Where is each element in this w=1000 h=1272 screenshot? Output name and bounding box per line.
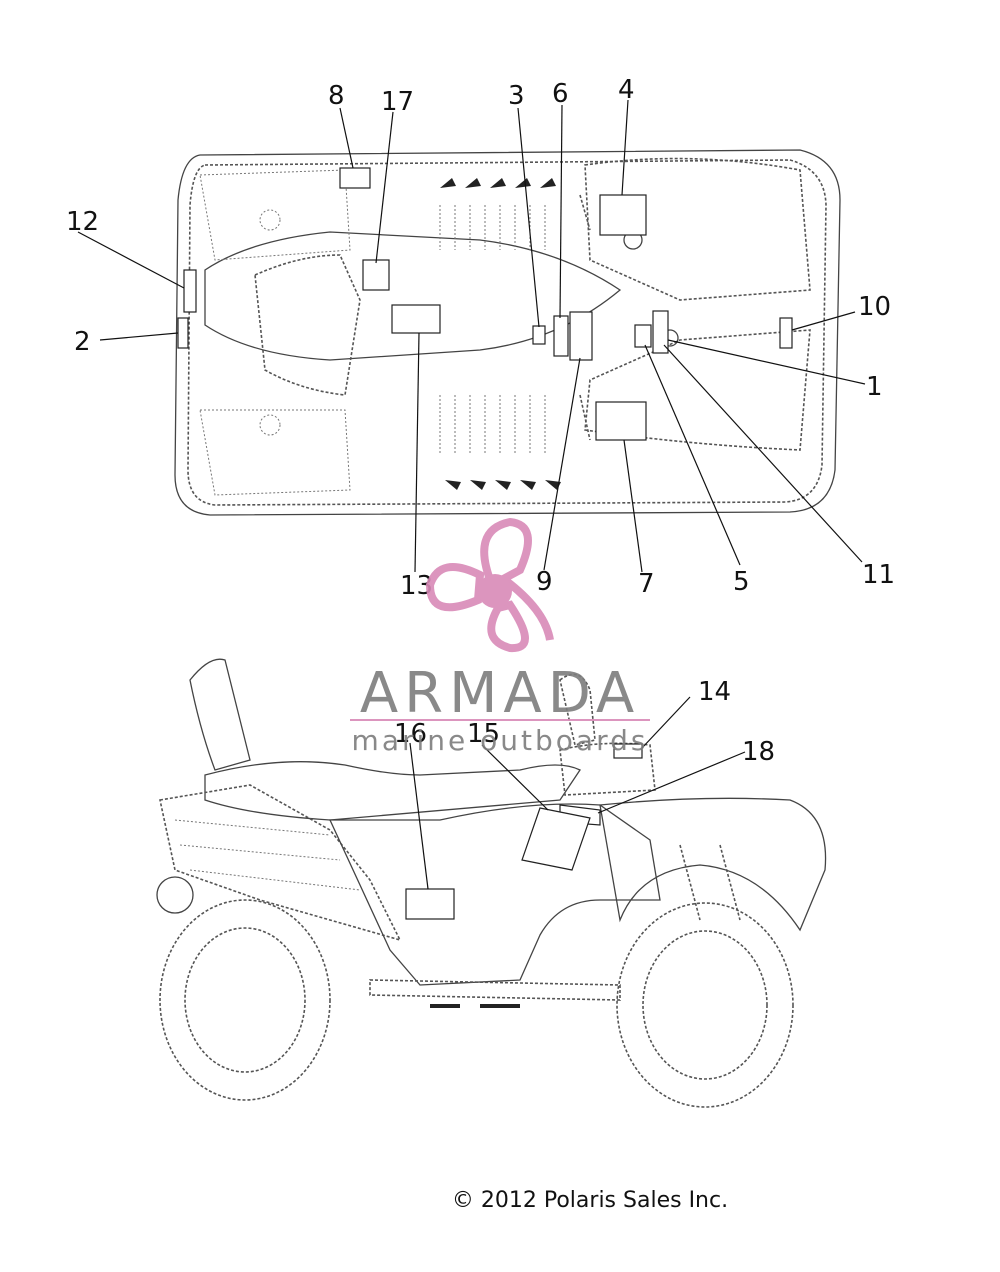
decal-8 (339, 167, 371, 189)
callout-16: 16 (394, 719, 427, 749)
callout-17: 17 (381, 87, 414, 117)
leader-lines (77, 99, 866, 890)
footwell-ribs-top (439, 205, 546, 250)
decal-15 (521, 807, 591, 871)
callout-15: 15 (467, 719, 500, 749)
watermark-tagline: marine outboards (352, 724, 649, 757)
callout-10: 10 (858, 292, 891, 322)
callout-3: 3 (508, 81, 525, 111)
decal-10 (779, 317, 793, 349)
callout-5: 5 (733, 567, 750, 597)
callout-18: 18 (742, 737, 775, 767)
decal-2 (177, 317, 189, 349)
callout-9: 9 (536, 567, 553, 597)
decal-11 (652, 310, 669, 354)
armada-watermark: ARMADA marine outboards (350, 517, 650, 757)
decal-12 (183, 269, 197, 313)
decal-14 (613, 743, 643, 759)
watermark-brand: ARMADA (360, 661, 640, 726)
decal-17 (362, 259, 390, 291)
footwell-ribs-bottom (439, 395, 546, 455)
callout-4: 4 (618, 75, 635, 105)
tread-marks (440, 178, 561, 490)
decal-4 (599, 194, 647, 236)
decal-13 (391, 304, 441, 334)
atv-side-view (156, 658, 827, 1108)
callout-8: 8 (328, 81, 345, 111)
decal-6 (553, 315, 569, 357)
callout-2: 2 (74, 327, 91, 357)
callout-12: 12 (66, 207, 99, 237)
callout-7: 7 (638, 569, 655, 599)
rear-wheel (159, 899, 331, 1101)
callout-1: 1 (866, 372, 883, 402)
decal-3 (532, 325, 546, 345)
decal-16 (405, 888, 455, 920)
front-wheel (616, 902, 794, 1108)
atv-top-view (174, 149, 841, 516)
decal-9 (569, 311, 593, 361)
decal-5 (634, 324, 652, 348)
decal-7 (595, 401, 647, 441)
callout-6: 6 (552, 79, 569, 109)
copyright-text: © 2012 Polaris Sales Inc. (451, 1188, 729, 1213)
callout-14: 14 (698, 677, 731, 707)
propeller-logo (425, 517, 554, 653)
callout-11: 11 (862, 560, 895, 590)
